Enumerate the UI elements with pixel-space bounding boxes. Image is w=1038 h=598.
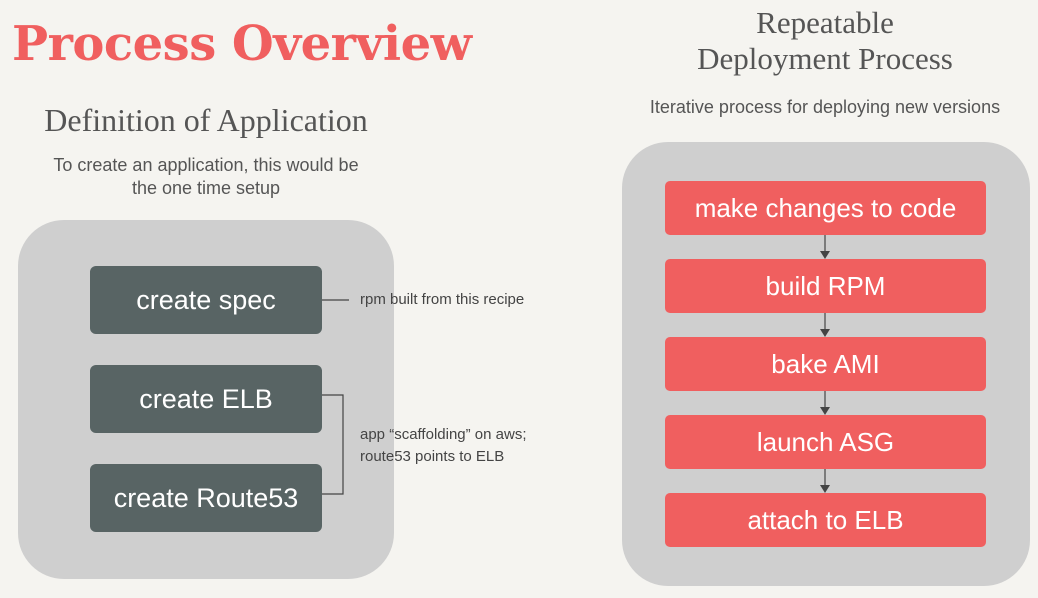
step-make-changes: make changes to code: [665, 181, 986, 235]
step-launch-asg: launch ASG: [665, 415, 986, 469]
repeatable-heading-line1: Repeatable: [756, 5, 894, 40]
repeatable-heading: Repeatable Deployment Process: [660, 5, 990, 77]
scaffolding-note-line1: app “scaffolding” on aws;: [360, 426, 527, 443]
create-route53-box: create Route53: [90, 464, 322, 532]
step-arrow: [820, 313, 830, 337]
step-arrows: [820, 235, 830, 493]
repeatable-heading-line2: Deployment Process: [697, 41, 953, 76]
page-title: Process Overview: [12, 16, 472, 72]
scaffolding-note: app “scaffolding” on aws; route53 points…: [360, 424, 527, 468]
definition-subtitle: To create an application, this would be …: [53, 155, 359, 198]
step-bake-ami: bake AMI: [665, 337, 986, 391]
step-arrow: [820, 391, 830, 415]
spec-note: rpm built from this recipe: [360, 291, 525, 308]
step-arrow: [820, 469, 830, 493]
definition-heading: Definition of Application: [44, 102, 368, 138]
step-build-rpm: build RPM: [665, 259, 986, 313]
step-attach-elb: attach to ELB: [665, 493, 986, 547]
scaffolding-note-line2: route53 points to ELB: [360, 448, 505, 465]
repeatable-subtitle: Iterative process for deploying new vers…: [649, 97, 1001, 117]
scaffolding-bracket: [322, 394, 344, 495]
create-elb-box: create ELB: [90, 365, 322, 433]
step-arrow: [820, 235, 830, 259]
create-spec-box: create spec: [90, 266, 322, 334]
